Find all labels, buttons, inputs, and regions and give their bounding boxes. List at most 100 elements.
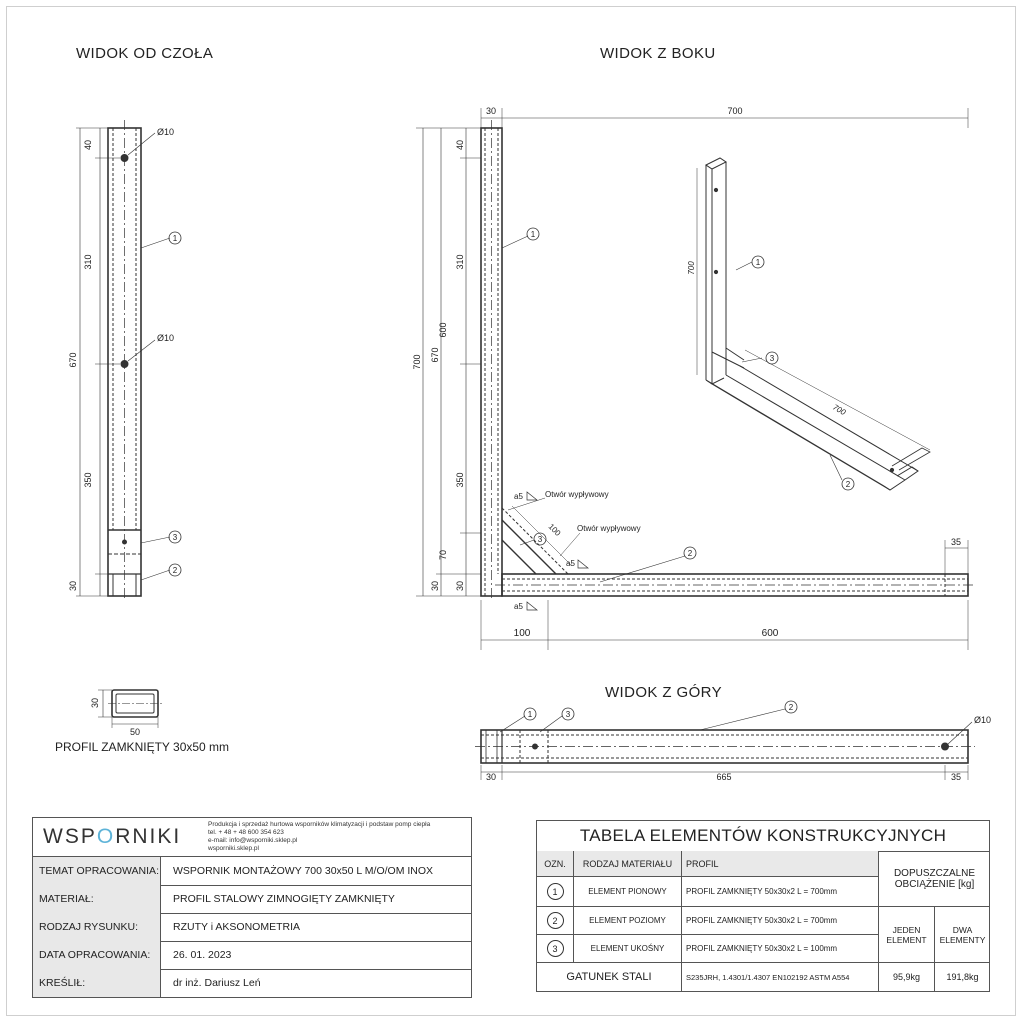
company-line-desc: Produkcja i sprzedaż hurtowa wsporników … <box>208 821 431 828</box>
marker-3-icon: 3 <box>546 940 564 957</box>
side-note-drain-1: Otwór wypływowy <box>545 490 609 499</box>
header-profile: PROFIL <box>682 851 879 877</box>
side-bottom-dim-600: 600 <box>762 628 779 639</box>
side-marker-3: 3 <box>538 535 543 544</box>
side-top-dim-30: 30 <box>486 106 496 116</box>
side-view-title: WIDOK Z BOKU <box>600 45 716 62</box>
side-dim-670: 670 <box>430 347 440 362</box>
title-row-author: KREŚLIŁ: dr inż. Dariusz Leń <box>33 969 471 997</box>
front-dim-670: 670 <box>68 352 78 367</box>
header-material: RODZAJ MATERIAŁU <box>574 851 682 877</box>
front-view-title: WIDOK OD CZOŁA <box>76 45 214 62</box>
steel-grade-value: S235JRH, 1.4301/1.4307 EN102192 ASTM A55… <box>682 963 879 991</box>
row-2-ozn: 2 <box>537 907 574 935</box>
iso-marker-3: 3 <box>770 354 775 363</box>
side-weld-1: a5 <box>514 492 523 501</box>
side-marker-1: 1 <box>531 230 536 239</box>
marker-1-icon: 1 <box>546 883 564 900</box>
side-right-dim-35: 35 <box>951 537 961 547</box>
side-dim-600: 600 <box>438 322 448 337</box>
title-row-label: KREŚLIŁ: <box>33 969 161 997</box>
side-weld-3: a5 <box>514 602 523 611</box>
side-dim-30b: 30 <box>455 581 465 591</box>
header-load: DOPUSZCZALNE OBCIĄŻENIE [kg] <box>879 851 990 907</box>
front-dim-40: 40 <box>83 140 93 150</box>
title-row-label: DATA OPRACOWANIA: <box>33 941 161 969</box>
load-two-elements: 191,8kg <box>946 972 979 982</box>
side-dim-30a: 30 <box>430 581 440 591</box>
element-table: TABELA ELEMENTÓW KONSTRUKCYJNYCH OZN. RO… <box>536 820 990 992</box>
row-3-profile: PROFIL ZAMKNIĘTY 50x30x2 L = 100mm <box>682 935 879 963</box>
title-row-label: RODZAJ RYSUNKU: <box>33 913 161 941</box>
front-marker-1: 1 <box>173 234 178 243</box>
title-row-subject: TEMAT OPRACOWANIA: WSPORNIK MONTAŻOWY 70… <box>33 857 471 886</box>
top-hole-label: Ø10 <box>974 715 991 725</box>
title-block-header: WSPORNIKI Produkcja i sprzedaż hurtowa w… <box>33 818 471 857</box>
drawing-frame <box>6 6 1016 1016</box>
top-view-title: WIDOK Z GÓRY <box>605 684 723 701</box>
front-marker-3: 3 <box>173 533 178 542</box>
side-dim-70: 70 <box>438 550 448 560</box>
header-one-element: JEDEN ELEMENT <box>879 907 935 963</box>
company-line-email: e-mail: info@wsporniki.sklep.pl <box>208 837 298 844</box>
side-note-drain-2: Otwór wypływowy <box>577 524 641 533</box>
title-row-value: 26. 01. 2023 <box>173 949 232 961</box>
title-block: WSPORNIKI Produkcja i sprzedaż hurtowa w… <box>32 817 472 998</box>
row-3-ozn: 3 <box>537 935 574 963</box>
row-2-material: ELEMENT POZIOMY <box>574 907 682 935</box>
top-view <box>475 700 975 780</box>
front-marker-2: 2 <box>173 566 178 575</box>
title-row-label: MATERIAŁ: <box>33 885 161 913</box>
profile-caption: PROFIL ZAMKNIĘTY 30x50 mm <box>55 740 230 754</box>
title-row-date: DATA OPRACOWANIA: 26. 01. 2023 <box>33 941 471 970</box>
iso-dim-horizontal: 700 <box>831 403 848 418</box>
side-view <box>416 108 975 650</box>
company-info: Produkcja i sprzedaż hurtowa wsporników … <box>208 821 430 853</box>
row-1-material: ELEMENT PIONOWY <box>574 877 682 907</box>
header-ozn: OZN. <box>537 851 574 877</box>
front-view <box>76 120 182 600</box>
row-1-profile: PROFIL ZAMKNIĘTY 50x30x2 L = 700mm <box>682 877 879 907</box>
side-dim-310: 310 <box>455 254 465 269</box>
side-top-dim-700: 700 <box>727 106 742 116</box>
side-diag-dim-100: 100 <box>547 522 563 538</box>
title-row-value: RZUTY i AKSONOMETRIA <box>173 921 300 933</box>
top-dim-30: 30 <box>486 772 496 782</box>
iso-dim-vertical: 700 <box>687 261 696 275</box>
side-dim-350: 350 <box>455 472 465 487</box>
front-dim-350: 350 <box>83 472 93 487</box>
title-row-label: TEMAT OPRACOWANIA: <box>33 857 161 885</box>
row-3-material: ELEMENT UKOŚNY <box>574 935 682 963</box>
title-row-material: MATERIAŁ: PROFIL STALOWY ZIMNOGIĘTY ZAMK… <box>33 885 471 914</box>
company-line-web: wsporniki.sklep.pl <box>208 845 259 852</box>
iso-marker-1: 1 <box>756 258 761 267</box>
top-marker-3: 3 <box>566 710 571 719</box>
side-weld-2: a5 <box>566 559 575 568</box>
title-row-drawing-type: RODZAJ RYSUNKU: RZUTY i AKSONOMETRIA <box>33 913 471 942</box>
side-dim-40: 40 <box>455 140 465 150</box>
side-bottom-dim-100: 100 <box>514 628 531 639</box>
side-marker-2: 2 <box>688 549 693 558</box>
top-dim-665: 665 <box>716 772 731 782</box>
profile-section <box>98 689 162 728</box>
header-two-elements: DWA ELEMENTY <box>935 907 990 963</box>
title-row-value: PROFIL STALOWY ZIMNOGIĘTY ZAMKNIĘTY <box>173 893 395 905</box>
element-table-title: TABELA ELEMENTÓW KONSTRUKCYJNYCH <box>537 821 989 852</box>
front-hole-label-top: Ø10 <box>157 127 174 137</box>
front-dim-310: 310 <box>83 254 93 269</box>
top-dim-35: 35 <box>951 772 961 782</box>
company-line-phone: tel. + 48 + 48 600 354 623 <box>208 829 284 836</box>
profile-dim-50: 50 <box>130 727 140 737</box>
title-row-value: WSPORNIK MONTAŻOWY 700 30x50 L M/O/OM IN… <box>173 865 434 877</box>
steel-grade-label: GATUNEK STALI <box>537 963 682 991</box>
row-2-profile: PROFIL ZAMKNIĘTY 50x30x2 L = 700mm <box>682 907 879 935</box>
iso-marker-2: 2 <box>846 480 851 489</box>
profile-dim-30: 30 <box>90 698 100 708</box>
top-marker-1: 1 <box>528 710 533 719</box>
top-marker-2: 2 <box>789 703 794 712</box>
front-dim-30: 30 <box>68 581 78 591</box>
company-logo: WSPORNIKI <box>43 825 182 848</box>
row-1-ozn: 1 <box>537 877 574 907</box>
title-row-value: dr inż. Dariusz Leń <box>173 977 261 989</box>
